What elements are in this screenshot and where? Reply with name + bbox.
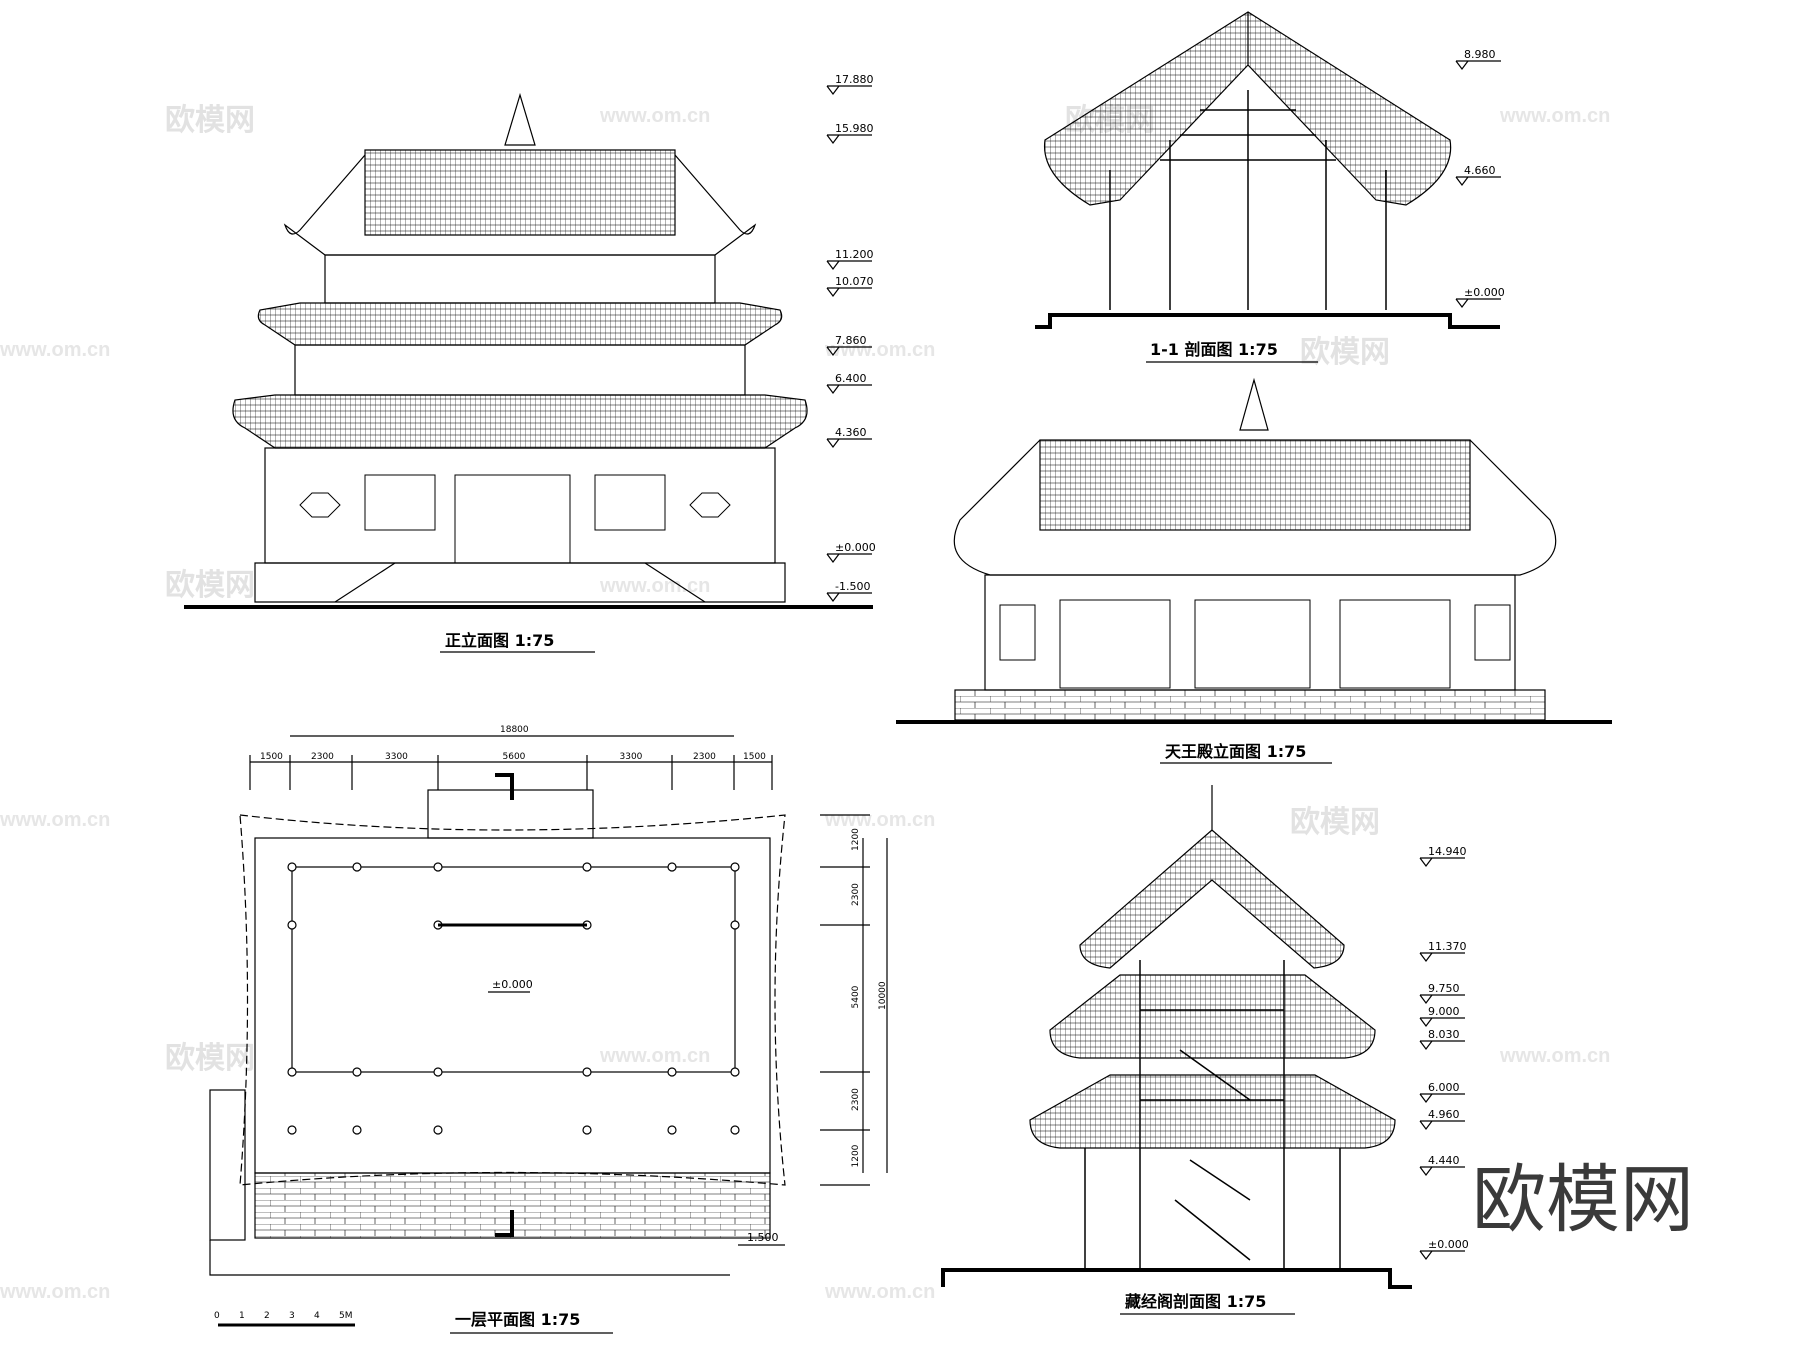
level-triangle-icon bbox=[826, 592, 840, 602]
watermark-url: www.om.cn bbox=[599, 105, 710, 127]
level-triangle-icon bbox=[1419, 1017, 1433, 1027]
watermark-brand: 欧模网 bbox=[165, 1042, 255, 1075]
scale-bar-label: 0 bbox=[214, 1311, 220, 1321]
watermark-brand: 欧模网 bbox=[165, 104, 255, 137]
level-marker-label: 15.980 bbox=[835, 122, 874, 135]
dimension-label: 1200 bbox=[851, 828, 861, 851]
scale-bar-label: 4 bbox=[314, 1311, 320, 1321]
watermark-url: www.om.cn bbox=[824, 809, 935, 831]
watermark-url: www.om.cn bbox=[599, 1045, 710, 1067]
level-triangle-icon bbox=[1419, 952, 1433, 962]
level-marker-label: -1.500 bbox=[835, 580, 870, 593]
dimension-label: 1500 bbox=[743, 752, 766, 762]
level-triangle-icon bbox=[826, 260, 840, 270]
level-triangle-icon bbox=[1455, 298, 1469, 308]
tianwang-hall-elevation: 天王殿立面图 1:75 bbox=[896, 377, 1612, 764]
watermark-url: www.om.cn bbox=[1499, 105, 1610, 127]
plan-right-dimensions: 1200 2300 5400 2300 1200 bbox=[820, 814, 870, 1186]
level-marker-label: 8.030 bbox=[1428, 1028, 1460, 1041]
dimension-label: 1500 bbox=[260, 752, 283, 762]
floor-plan-title: 一层平面图 1:75 bbox=[455, 1310, 580, 1329]
front-elevation-levels: 17.880 15.980 11.200 10.070 7.860 6.400 4.360 ±… bbox=[826, 73, 876, 602]
level-marker-label: 4.960 bbox=[1428, 1108, 1460, 1121]
dimension-label: 3300 bbox=[620, 752, 643, 762]
scale-bar-label: 1 bbox=[239, 1311, 245, 1321]
front-elevation: 正立面图 1:75 bbox=[184, 92, 873, 653]
front-elevation-title: 正立面图 1:75 bbox=[445, 631, 554, 650]
section-1-1-title: 1-1 剖面图 1:75 bbox=[1150, 340, 1278, 359]
level-marker-label: 11.370 bbox=[1428, 940, 1467, 953]
cangjing-pavilion-section: 藏经阁剖面图 1:75 bbox=[941, 785, 1412, 1315]
scale-bar-label: 5M bbox=[339, 1311, 353, 1321]
plan-total-width: 18800 bbox=[500, 725, 529, 735]
level-triangle-icon bbox=[826, 384, 840, 394]
level-marker-label: 11.200 bbox=[835, 248, 874, 261]
level-triangle-icon bbox=[826, 553, 840, 563]
level-triangle-icon bbox=[826, 287, 840, 297]
watermark-url: www.om.cn bbox=[0, 1281, 110, 1303]
level-triangle-icon bbox=[826, 438, 840, 448]
watermark-logo-large: 欧模网 bbox=[1472, 1158, 1694, 1241]
level-marker-label: 6.000 bbox=[1428, 1081, 1460, 1094]
level-marker-label: 4.440 bbox=[1428, 1154, 1460, 1167]
scale-bar: 0 1 2 3 4 5M bbox=[214, 1311, 353, 1321]
level-marker-label: 4.360 bbox=[835, 426, 867, 439]
watermark-url: www.om.cn bbox=[1499, 1045, 1610, 1067]
tianwang-elevation-title: 天王殿立面图 1:75 bbox=[1165, 742, 1306, 761]
section-1-1: 1-1 剖面图 1:75 bbox=[1035, 11, 1500, 363]
plan-top-dimensions: 1500 2300 3300 5600 3300 2300 1500 bbox=[249, 752, 773, 790]
watermark-url: www.om.cn bbox=[0, 339, 110, 361]
scale-bar-label: 3 bbox=[289, 1311, 295, 1321]
level-triangle-icon bbox=[826, 346, 840, 356]
dimension-label: 2300 bbox=[311, 752, 334, 762]
plan-right-total: 10000 bbox=[878, 981, 888, 1010]
level-triangle-icon bbox=[1419, 1093, 1433, 1103]
level-triangle-icon bbox=[1455, 60, 1469, 70]
dimension-label: 2300 bbox=[693, 752, 716, 762]
dimension-label: 5400 bbox=[851, 985, 861, 1008]
level-marker-label: 6.400 bbox=[835, 372, 867, 385]
level-marker-label: ±0.000 bbox=[1428, 1238, 1469, 1251]
watermark-brand: 欧模网 bbox=[1290, 806, 1380, 839]
first-floor-plan: ±0.000 -1.500 18800 1500 2300 3300 5600 3300… bbox=[209, 725, 888, 1334]
dimension-label: 5600 bbox=[503, 752, 526, 762]
level-marker-label: 9.000 bbox=[1428, 1005, 1460, 1018]
level-triangle-icon bbox=[1455, 176, 1469, 186]
level-marker-label: 4.660 bbox=[1464, 164, 1496, 177]
level-triangle-icon bbox=[1419, 1250, 1433, 1260]
level-triangle-icon bbox=[1419, 1120, 1433, 1130]
level-marker-label: 10.070 bbox=[835, 275, 874, 288]
level-triangle-icon bbox=[1419, 994, 1433, 1004]
level-marker-label: 9.750 bbox=[1428, 982, 1460, 995]
watermark-brand: 欧模网 bbox=[1300, 336, 1390, 369]
dimension-label: 2300 bbox=[851, 1088, 861, 1111]
watermark-url: www.om.cn bbox=[824, 339, 935, 361]
watermark-url: www.om.cn bbox=[824, 1281, 935, 1303]
level-marker-label: 14.940 bbox=[1428, 845, 1467, 858]
level-marker-label: 7.860 bbox=[835, 334, 867, 347]
level-triangle-icon bbox=[1419, 1040, 1433, 1050]
cangjing-section-title: 藏经阁剖面图 1:75 bbox=[1125, 1292, 1266, 1311]
watermark-url: www.om.cn bbox=[0, 809, 110, 831]
plan-ground-level: -1.500 bbox=[743, 1231, 778, 1244]
cangjing-section-levels: 14.940 11.370 9.750 9.000 8.030 6.000 4.960 4.4… bbox=[1419, 845, 1469, 1260]
level-marker-label: ±0.000 bbox=[1464, 286, 1505, 299]
level-marker-label: 8.980 bbox=[1464, 48, 1496, 61]
plan-floor-level: ±0.000 bbox=[492, 978, 533, 991]
dimension-label: 3300 bbox=[385, 752, 408, 762]
level-triangle-icon bbox=[826, 134, 840, 144]
dimension-label: 2300 bbox=[851, 883, 861, 906]
section-1-1-levels: 8.980 4.660 ±0.000 bbox=[1455, 48, 1505, 308]
level-triangle-icon bbox=[1419, 1166, 1433, 1176]
level-triangle-icon bbox=[826, 85, 840, 95]
level-marker-label: ±0.000 bbox=[835, 541, 876, 554]
level-marker-label: 17.880 bbox=[835, 73, 874, 86]
level-triangle-icon bbox=[1419, 857, 1433, 867]
dimension-label: 1200 bbox=[851, 1144, 861, 1167]
watermark-url: www.om.cn bbox=[599, 575, 710, 597]
scale-bar-label: 2 bbox=[264, 1311, 270, 1321]
watermark-brand: 欧模网 bbox=[165, 569, 255, 602]
